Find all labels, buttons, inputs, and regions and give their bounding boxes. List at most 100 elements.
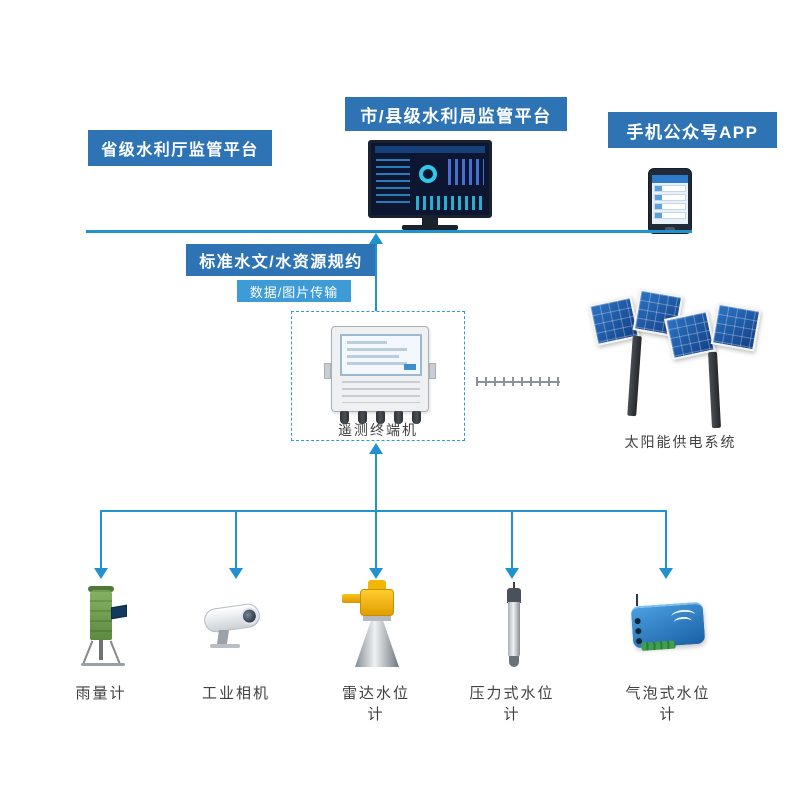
cable-gland [340,411,349,424]
solar-pole [627,335,642,417]
solar-label: 太阳能供电系统 [624,434,737,450]
arrow-down-pressure [505,568,519,579]
provincial-platform-label: 省级水利厅监管平台 [101,142,259,159]
bubble-port [635,627,642,635]
terminal-screen [340,334,422,376]
dashboard-left-bars [376,159,410,203]
rain-gauge-icon [76,586,132,670]
arrow-up-to-bus [369,233,383,244]
drop-line-radar [375,510,377,568]
radar-horn-cone [355,621,399,667]
app-platform-box: 手机公众号APP [608,112,777,148]
terminal-screen-button [404,364,416,370]
terminal-screen-line [347,348,407,351]
solar-pole [708,351,721,429]
transmission-badge: 数据/图片传输 [237,280,351,302]
monitor-base [402,225,458,230]
terminal-mount-tab [324,363,331,379]
terminal-mount-tab [429,363,436,379]
terminal-screen-line [347,341,387,344]
sensor-bus-line [100,510,667,512]
dashboard-monitor-icon [368,140,492,232]
bubble-level-gauge-icon [628,594,712,660]
cable-gland [394,411,403,424]
solar-panel [710,302,762,352]
monitor-screen [368,140,492,218]
monitor-neck [422,218,438,225]
terminal-label: 遥测终端机 [338,422,418,438]
dashboard-donut [419,165,437,183]
camera-base [210,644,240,648]
camera-lens [239,606,259,626]
app-platform-label: 手机公众号APP [626,122,759,142]
antenna-cable-icon [476,381,560,383]
dashboard-right-bars [448,159,484,185]
protocol-box: 标准水文/水资源规约 [186,244,376,276]
device-label-camera: 工业相机 [201,685,270,702]
camera-mount [217,630,229,644]
arrow-down-radar [369,568,383,579]
protocol-label: 标准水文/水资源规约 [199,254,363,271]
radar-flange [363,616,391,621]
terminal-screen-line [347,362,407,365]
phone-home-button [665,227,675,231]
bubble-antenna [636,594,638,606]
rain-gauge-solar-panel [111,604,127,620]
rain-gauge-body [90,590,112,640]
drop-line-camera [235,510,237,568]
radar-body [360,589,394,616]
smartphone-icon [648,168,692,234]
city-platform-box: 市/县级水利局监管平台 [345,97,567,131]
arrow-down-camera [229,568,243,579]
sensor-up-line [375,453,377,511]
device-label-rain: 雨量计 [75,685,127,702]
bubble-logo-wave [673,616,693,628]
pressure-cable [513,582,515,590]
solar-panel-icon [662,302,764,434]
device-label-radar: 雷达水位计 [341,685,410,723]
pressure-probe-tip [509,656,519,667]
drop-line-rain [100,510,102,568]
device-label-bubble: 气泡式水位计 [625,685,711,723]
phone-screen [652,175,688,224]
arrow-up-to-terminal [369,443,383,454]
terminal-screen-line [347,355,399,358]
top-bus-line [86,230,692,233]
phone-app-header [652,175,688,183]
terminal-label-rows [342,381,420,403]
rain-gauge-leg [109,640,121,664]
pressure-cap [507,588,521,603]
pressure-probe-body [508,602,520,658]
cable-gland [376,411,385,424]
bubble-body [630,601,706,651]
provincial-platform-box: 省级水利厅监管平台 [88,130,272,166]
arrow-down-rain [94,568,108,579]
rain-gauge-pole [99,640,103,660]
rain-gauge-base [81,663,125,666]
phone-app-row [654,212,686,219]
phone-app-row [654,185,686,192]
industrial-camera-icon [202,598,268,656]
radar-level-gauge-icon [342,580,412,674]
dashboard-bottom-bars [416,196,484,210]
rain-gauge-cap [88,586,114,592]
camera-body [202,602,262,634]
dashboard-header [375,146,485,153]
drop-line-bubble [665,510,667,568]
device-label-pressure: 压力式水位计 [469,685,555,723]
telemetry-dashed-box [291,311,465,441]
phone-app-row [654,203,686,210]
pressure-level-gauge-icon [496,582,532,676]
radar-bracket [342,594,362,603]
drop-line-pressure [511,510,513,568]
rain-gauge-leg [82,640,94,664]
bubble-terminal-strip [641,640,676,651]
cable-gland [358,411,367,424]
cable-gland [412,411,421,424]
radar-top [368,580,386,591]
transmission-label: 数据/图片传输 [249,284,339,300]
bubble-port [634,617,641,625]
phone-app-row [654,194,686,201]
arrow-down-bubble [659,568,673,579]
